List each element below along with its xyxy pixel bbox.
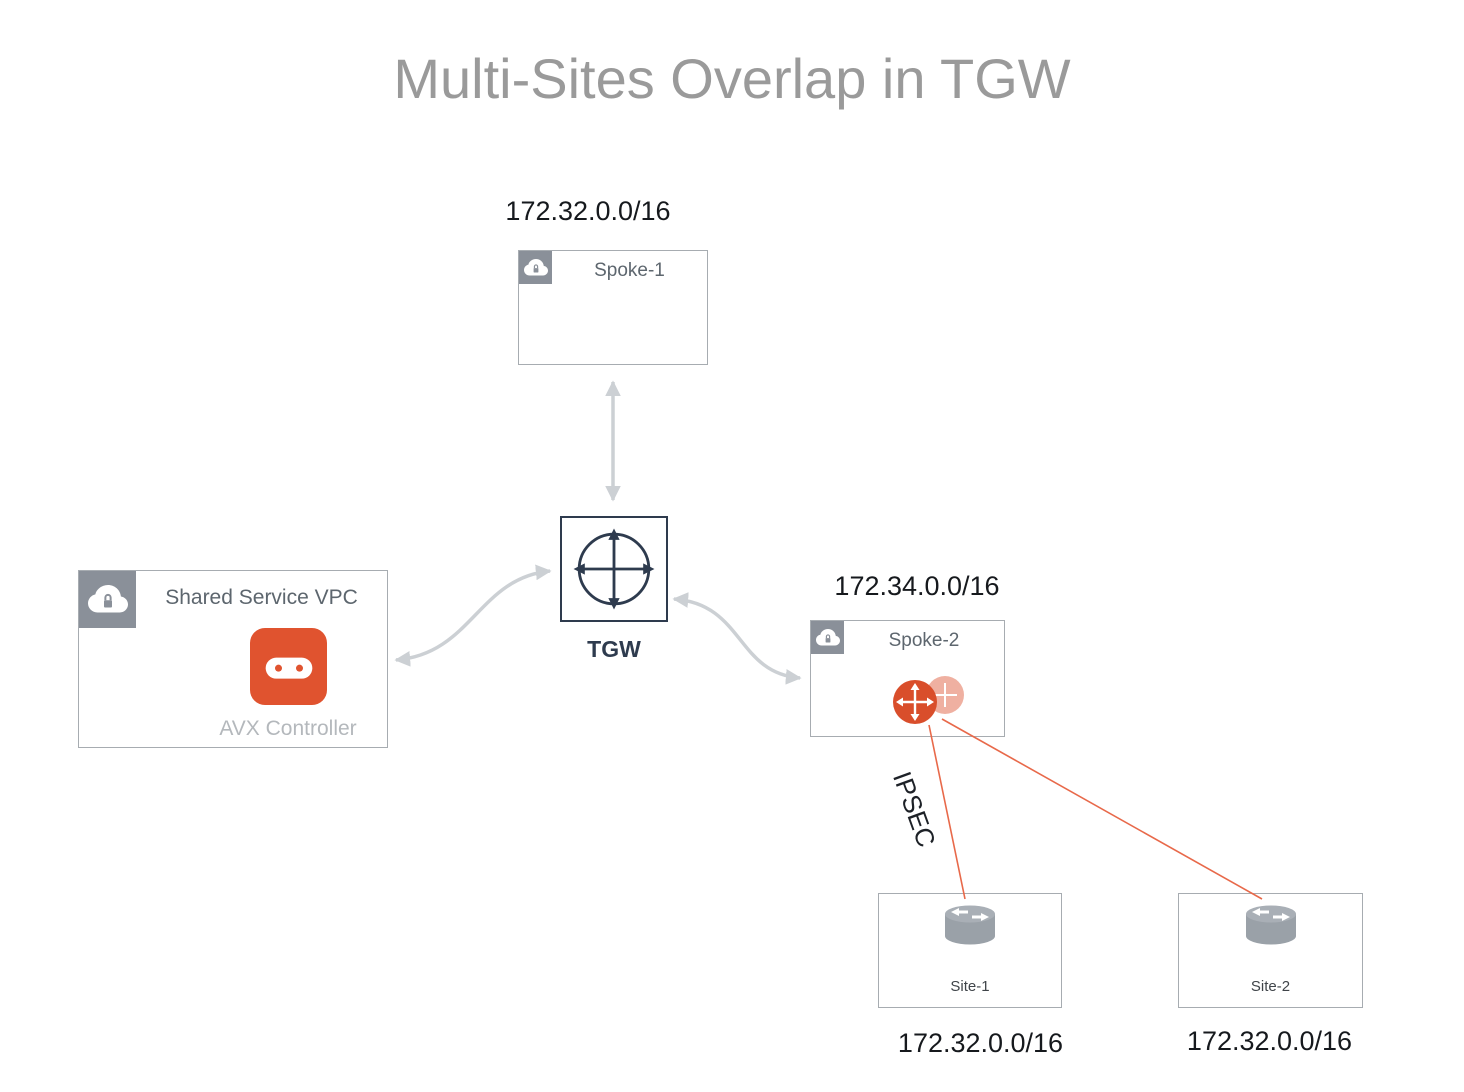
spoke1-label: Spoke-1 [594,260,665,281]
diagram-title: Multi-Sites Overlap in TGW [393,47,1071,110]
ipsec-label: IPSEC [887,767,942,852]
spoke2-gateway-icons [883,671,979,735]
spoke2-cidr: 172.34.0.0/16 [834,571,1000,601]
site2-cidr: 172.32.0.0/16 [1186,1026,1353,1056]
ipsec-line-site2 [941,718,1263,900]
router-icon [941,902,999,950]
arrow-tgw-spoke2 [672,592,802,685]
tgw-node [560,516,668,622]
spoke2-vpc-box: Spoke-2 [810,620,1005,737]
spoke1-cidr: 172.32.0.0/16 [505,196,671,226]
tgw-label: TGW [587,636,641,662]
spoke1-vpc-box: Spoke-1 [518,250,708,365]
site1-cidr: 172.32.0.0/16 [897,1028,1064,1058]
cloud-lock-icon [519,251,552,284]
avx-controller-icon [250,628,327,705]
ipsec-line-site1 [928,724,966,900]
site1-label: Site-1 [950,978,990,995]
shared-service-vpc-box: Shared Service VPC AVX Controller [78,570,388,748]
site1-box: Site-1 [878,893,1062,1008]
router-icon [1242,902,1300,950]
avx-controller-label: AVX Controller [219,717,357,740]
cloud-lock-icon [79,571,136,628]
shared-vpc-label: Shared Service VPC [165,586,358,609]
site2-box: Site-2 [1178,893,1363,1008]
gateway-icon [893,680,937,724]
transit-gateway-icon [573,528,655,610]
arrow-sharedvpc-tgw [394,564,552,667]
cloud-lock-icon [811,621,844,654]
site2-label: Site-2 [1250,978,1291,995]
spoke2-label: Spoke-2 [888,630,960,651]
